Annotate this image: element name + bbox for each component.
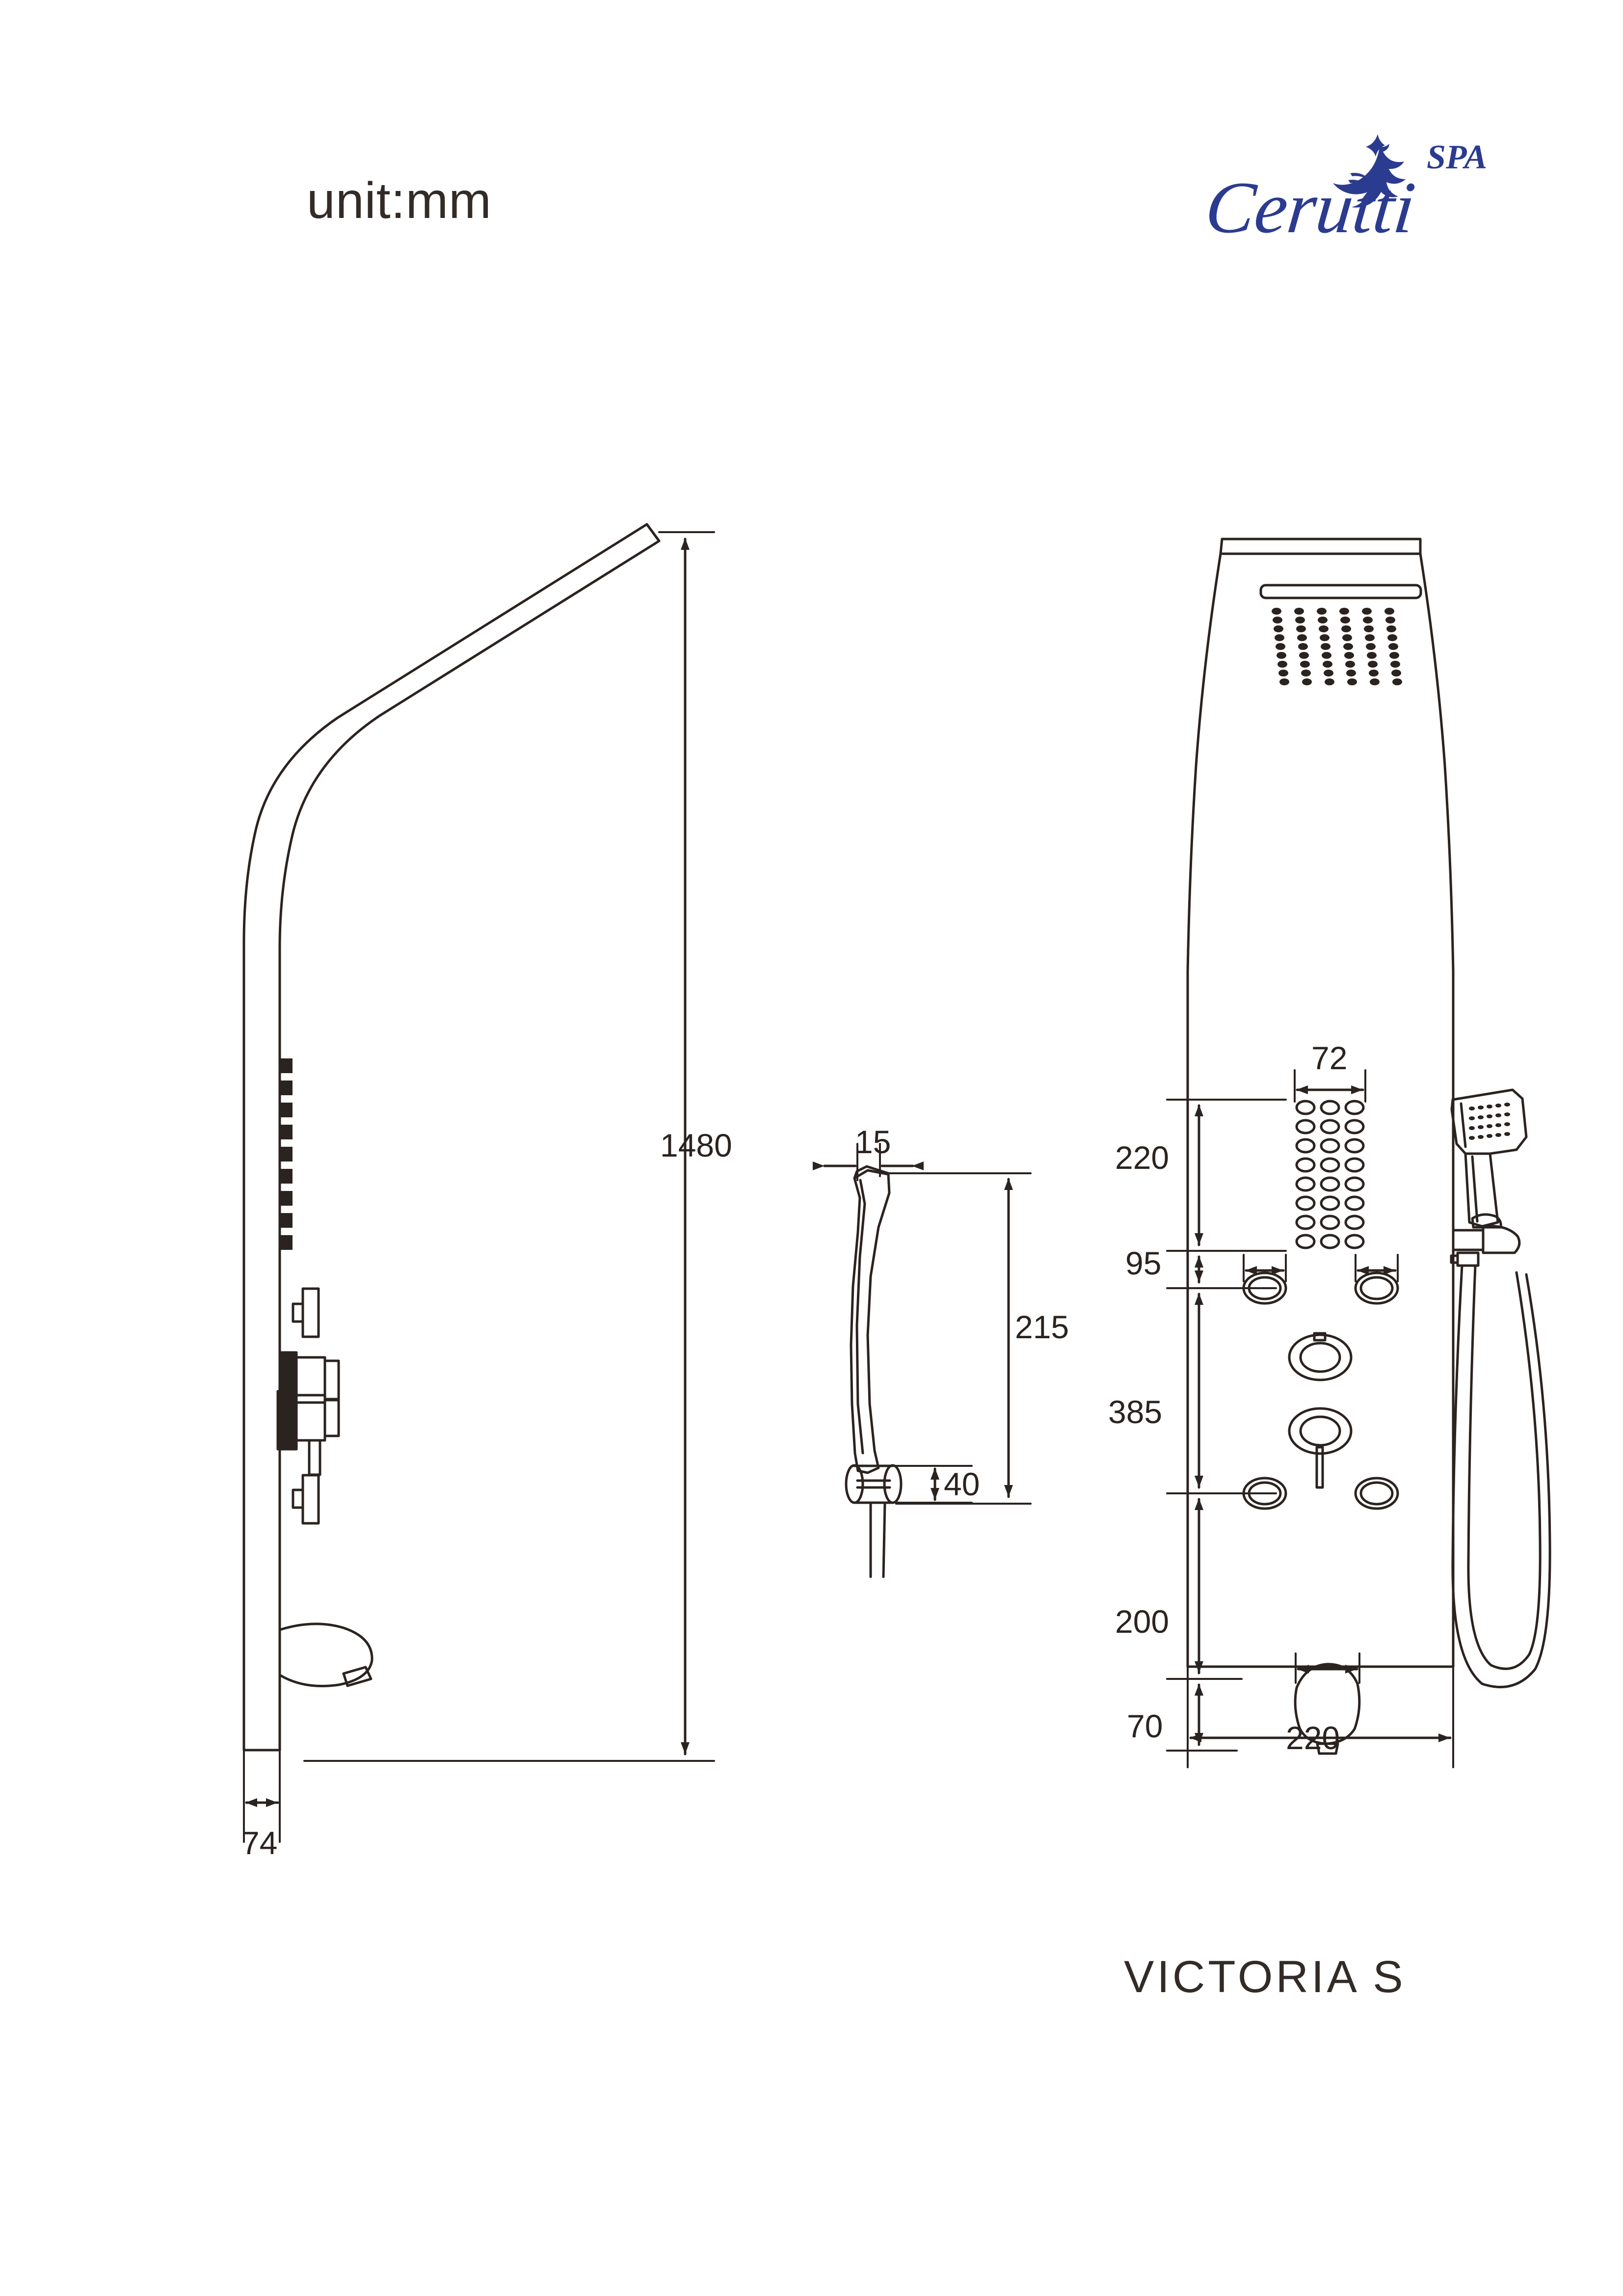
side-body-jet-lower xyxy=(292,1474,320,1525)
dim-spout-width xyxy=(1295,1652,1360,1684)
dim-hand-offset xyxy=(813,1143,924,1181)
dim-label-95: 95 xyxy=(1125,1245,1162,1281)
dim-spray-upper-left-width xyxy=(1243,1254,1287,1282)
handshower-bracket xyxy=(845,1464,903,1504)
brand-logo: SPA Cerutti xyxy=(1205,125,1509,248)
handshower-detail xyxy=(845,1165,903,1578)
mermaid-icon xyxy=(1333,134,1406,208)
dim-spray-upper-right-width xyxy=(1355,1254,1399,1282)
body-spray-upper-right xyxy=(1354,1271,1399,1305)
dim-label-40: 40 xyxy=(944,1466,980,1502)
rainfall-nozzles xyxy=(1272,608,1402,685)
dim-label-220-width: 220 xyxy=(1286,1720,1340,1756)
model-name: VICTORIA S xyxy=(1124,1952,1406,2002)
mixer-knob xyxy=(1288,1407,1353,1489)
dim-label-385: 385 xyxy=(1108,1394,1163,1430)
dim-label-15: 15 xyxy=(855,1124,891,1160)
side-valve-lower xyxy=(276,1390,340,1476)
side-elevation-outline xyxy=(242,523,661,1752)
body-spray-lower-right xyxy=(1354,1477,1399,1510)
dim-label-72: 72 xyxy=(1311,1040,1348,1076)
side-jet-ticks xyxy=(280,1058,293,1250)
side-body-jet-upper xyxy=(292,1287,320,1338)
dim-hand-length xyxy=(888,1172,1032,1505)
dim-label-70: 70 xyxy=(1127,1708,1163,1744)
dim-label-200: 200 xyxy=(1115,1603,1170,1640)
dim-label-215: 215 xyxy=(1015,1309,1069,1345)
front-dim-chain xyxy=(1166,1099,1287,1752)
side-spout xyxy=(278,1622,373,1687)
dim-side-height xyxy=(303,531,715,1762)
dim-hand-bracket xyxy=(895,1465,973,1504)
unit-note: unit:mm xyxy=(307,172,492,229)
brand-suffix-text: SPA xyxy=(1427,138,1487,176)
dim-label-74: 74 xyxy=(241,1825,278,1861)
diverter-knob xyxy=(1288,1332,1353,1381)
dim-label-1480: 1480 xyxy=(660,1127,732,1163)
rainfall-slot xyxy=(1259,584,1422,599)
svg-text:Cerutti: Cerutti xyxy=(1205,166,1419,248)
brand-wordmark: Cerutti xyxy=(1205,166,1419,248)
dim-front-width xyxy=(1187,1666,1454,1768)
front-elevation-outline xyxy=(1186,538,1455,1668)
dim-label-220-top: 220 xyxy=(1115,1139,1170,1176)
body-jet-block xyxy=(1295,1100,1365,1249)
front-handshower-nozzles xyxy=(1469,1103,1510,1140)
front-spout xyxy=(1294,1663,1361,1755)
dim-jet-width xyxy=(1294,1069,1366,1103)
dim-side-depth xyxy=(243,1749,281,1843)
front-handshower xyxy=(1450,1088,1551,1688)
